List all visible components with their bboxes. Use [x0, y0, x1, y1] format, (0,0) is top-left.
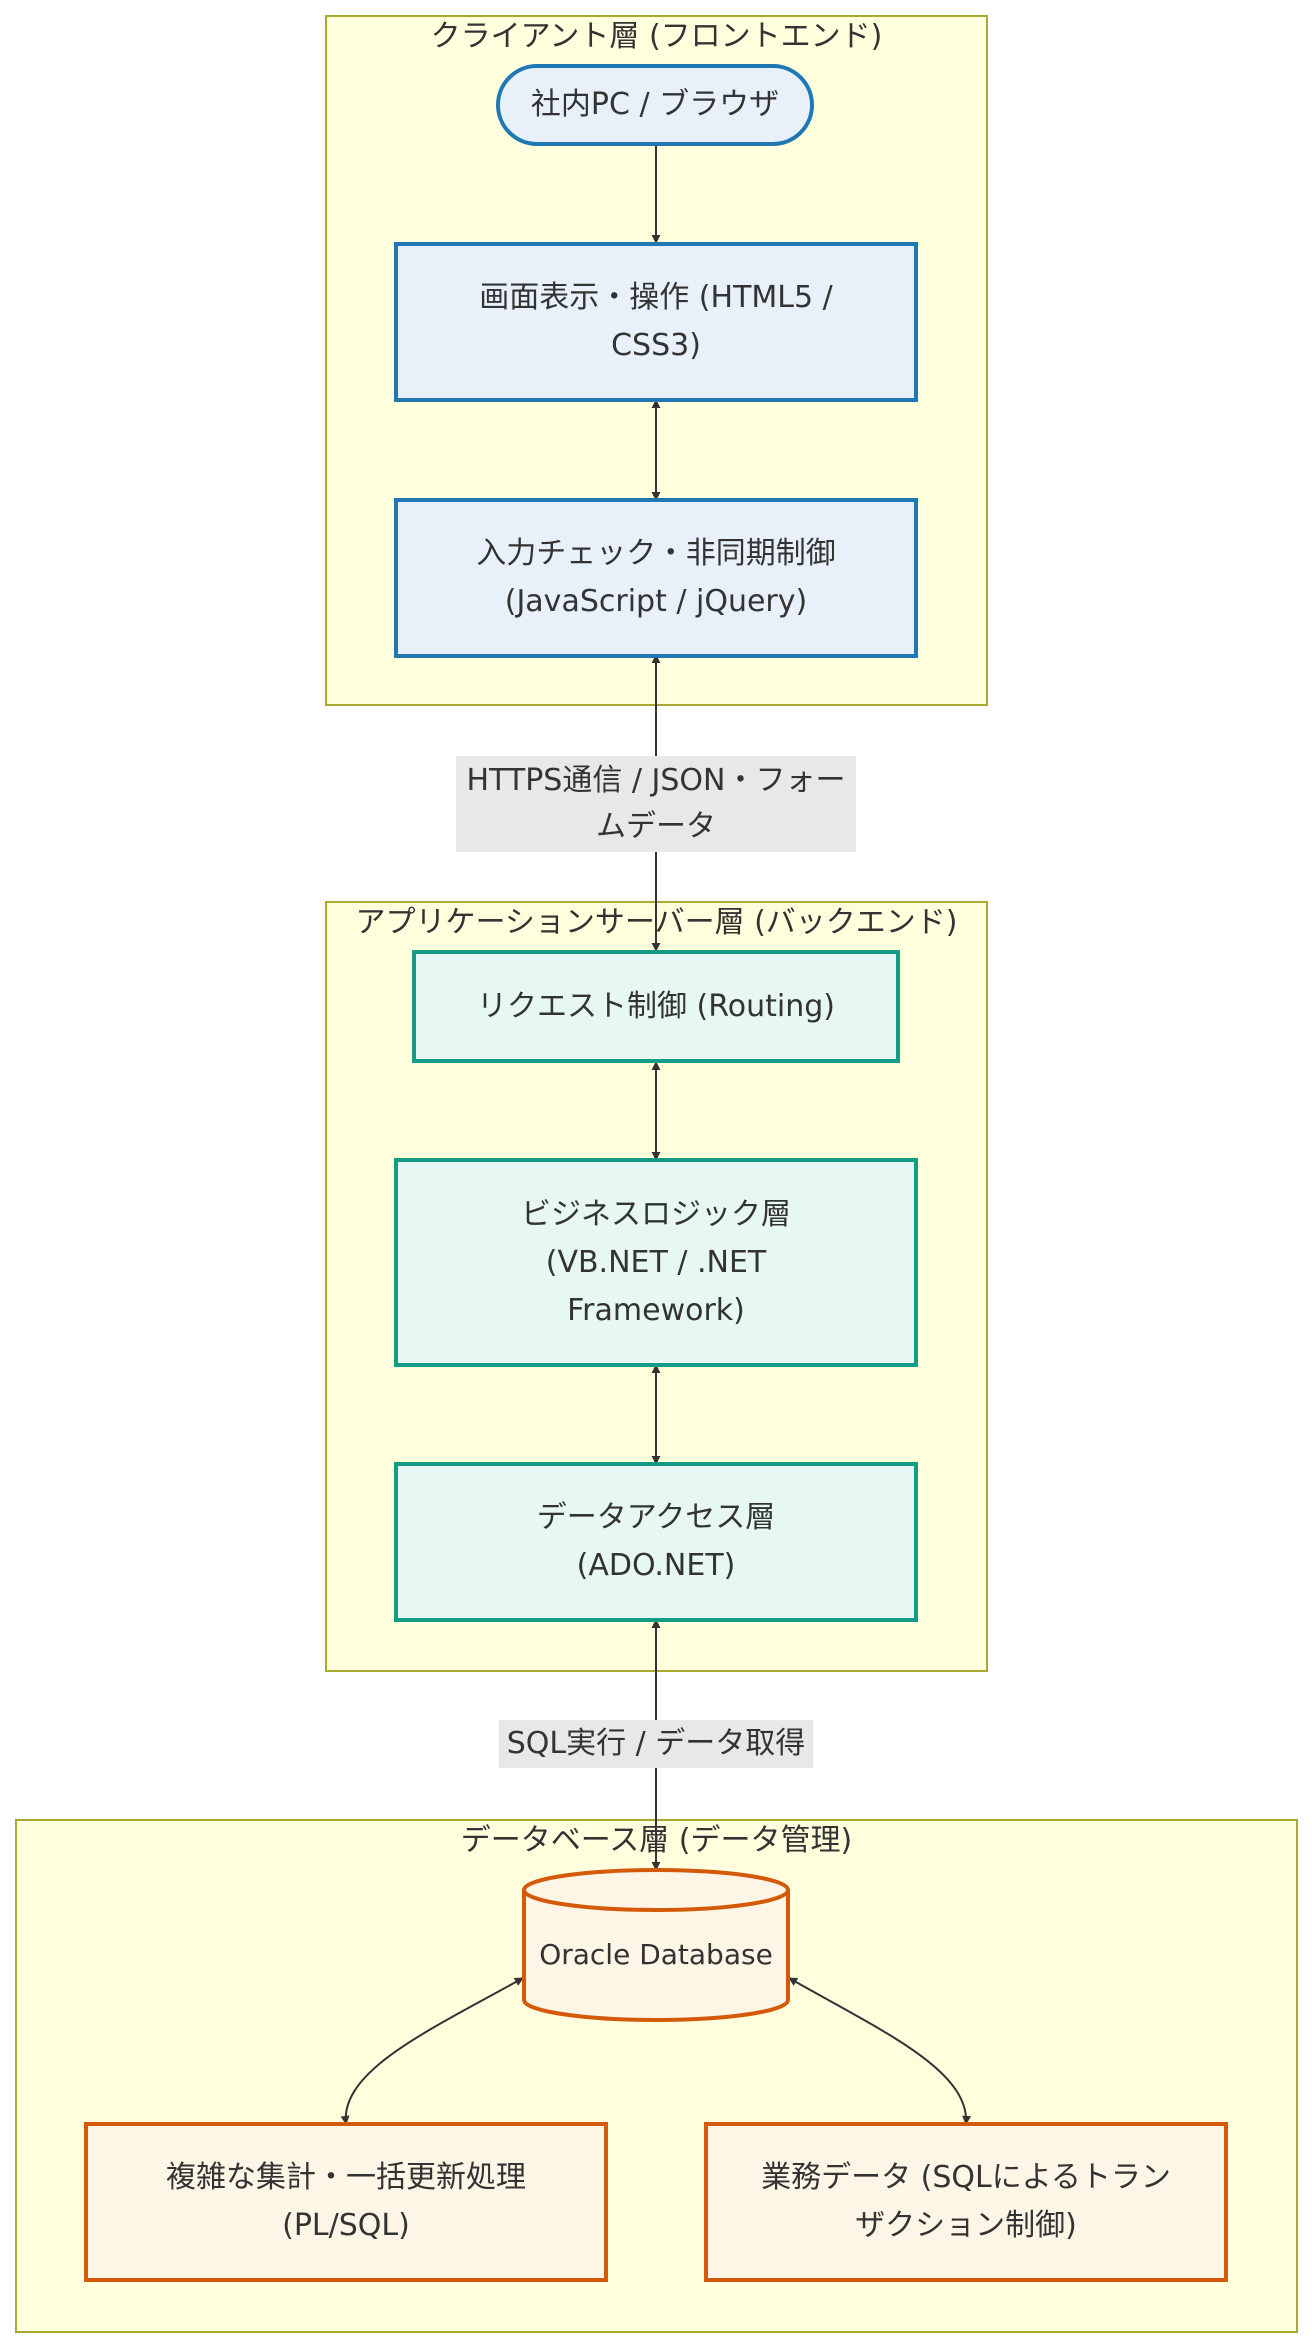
edge-label-https: HTTPS通信 / JSON・フォームデータ	[456, 756, 856, 852]
node-input-check-shape	[394, 498, 918, 658]
node-browser-shape	[496, 64, 814, 146]
cluster-title-client: クライアント層 (フロントエンド)	[430, 19, 883, 54]
node-plsql-shape	[84, 2122, 608, 2282]
node-data-access: データアクセス層 (ADO.NET)	[536, 1500, 776, 1583]
node-browser: 社内PC / ブラウザ	[530, 87, 780, 122]
node-plsql: 複雑な集計・一括更新処理 (PL/SQL)	[166, 2160, 526, 2243]
node-request-shape	[412, 950, 900, 1063]
node-business-data-shape	[704, 2122, 1228, 2282]
node-oracle-cylinder	[522, 1868, 790, 2022]
cluster-title-db: データベース層 (データ管理)	[460, 1823, 853, 1858]
node-business: ビジネスロジック層 (VB.NET / .NET Framework)	[521, 1196, 791, 1328]
node-input-check: 入力チェック・非同期制御 (JavaScript / jQuery)	[476, 536, 836, 619]
edge-label-sql: SQL実行 / データ取得	[499, 1720, 813, 1768]
cluster-title-app: アプリケーションサーバー層 (バックエンド)	[355, 905, 958, 940]
node-business-data: 業務データ (SQLによるトランザクション制御)	[761, 2160, 1171, 2243]
node-display-shape	[394, 242, 918, 402]
edge-oracle-business-data	[788, 1977, 972, 2125]
node-request: リクエスト制御 (Routing)	[477, 988, 835, 1024]
node-oracle: Oracle Database	[539, 1938, 773, 1971]
node-business-shape	[394, 1158, 918, 1367]
edge-oracle-plsql	[340, 1977, 524, 2125]
node-display: 画面表示・操作 (HTML5 / CSS3)	[479, 280, 833, 363]
node-data-access-shape	[394, 1462, 918, 1622]
